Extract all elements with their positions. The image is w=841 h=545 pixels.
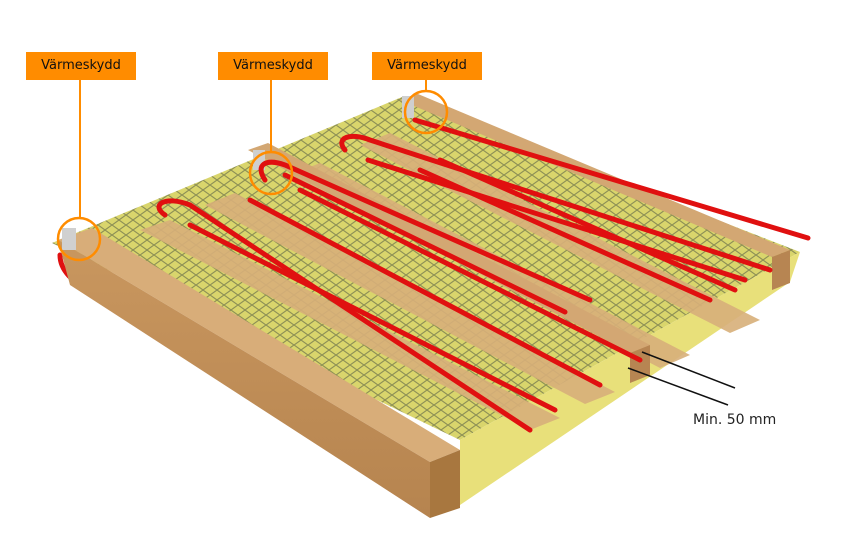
joist-front xyxy=(58,228,460,518)
callout-leaders xyxy=(79,80,427,218)
callout-label: Värmeskydd xyxy=(372,52,482,80)
heating-pipe xyxy=(57,117,811,508)
dimension-label: Min. 50 mm xyxy=(693,412,777,428)
callout-label: Värmeskydd xyxy=(26,52,136,80)
callout-label: Värmeskydd xyxy=(218,52,328,80)
dimension-leaders xyxy=(627,351,736,406)
